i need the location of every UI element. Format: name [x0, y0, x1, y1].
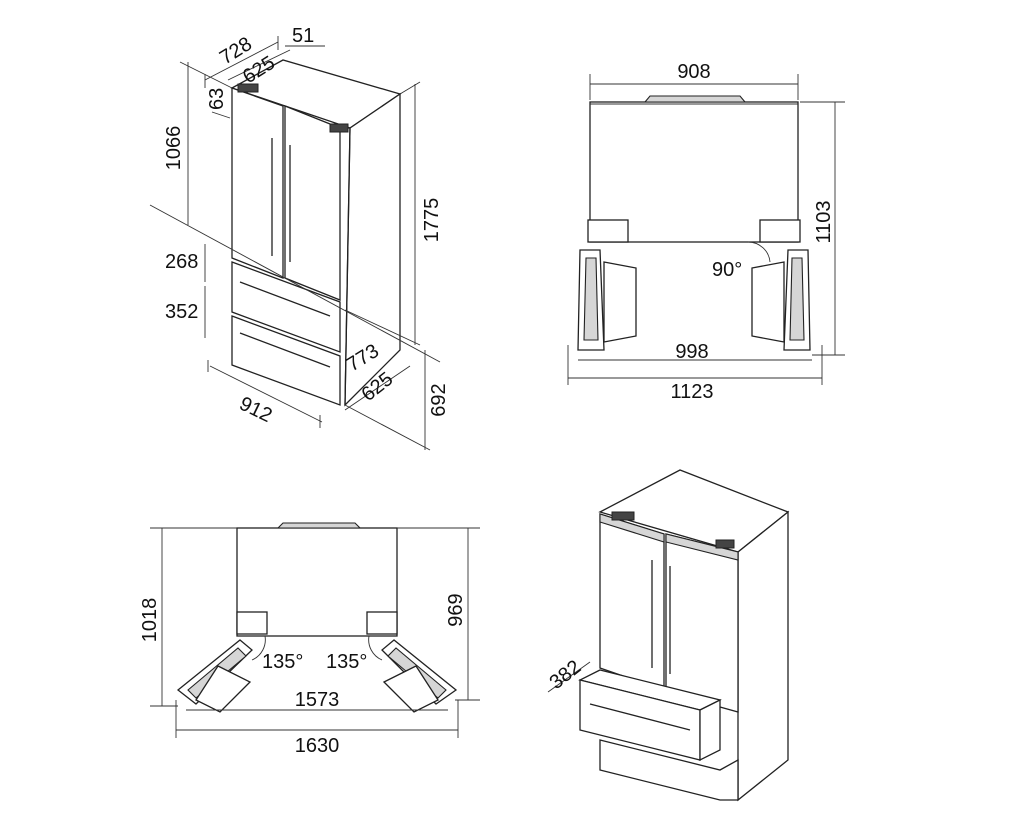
left-door-2	[599, 513, 665, 691]
iso-dimensioned-view: 728 51 625 63 1066 1775 268 352 773 912	[149, 25, 450, 451]
right-door	[284, 105, 341, 301]
dim-1573: 1573	[295, 689, 340, 711]
fridge-body-top	[589, 101, 799, 243]
iso-open-drawer-view: 382	[546, 469, 790, 802]
open-bin-left	[603, 261, 637, 343]
open-bin-left-135	[195, 665, 252, 713]
dim-drawer-open-height: 692	[428, 383, 450, 416]
hinge-block-right	[759, 219, 801, 243]
fridge-side-face-2	[737, 510, 789, 802]
dim-1630: 1630	[295, 735, 340, 757]
hinge-right	[329, 123, 349, 133]
top-vent	[643, 95, 747, 103]
left-door	[231, 87, 284, 279]
dim-1103: 1103	[813, 200, 835, 243]
lower-drawer-2	[599, 739, 739, 801]
hinge-block-right-135	[366, 611, 398, 635]
hinge-left	[237, 83, 259, 93]
dim-width: 912	[236, 393, 276, 427]
open-bin-right	[751, 261, 785, 343]
dim-drawer-top: 268	[165, 251, 198, 273]
dim-135-left: 135°	[262, 651, 303, 673]
dim-969: 969	[445, 593, 467, 626]
dim-top-offset: 63	[206, 88, 228, 110]
dim-1018: 1018	[139, 598, 161, 643]
dim-135-right: 135°	[326, 651, 367, 673]
open-bin-right-135	[382, 665, 439, 713]
dim-total-height: 1775	[421, 198, 443, 243]
top-view-135: 1018 969 135° 135° 1573 1630	[139, 522, 480, 757]
hinge-block-left	[587, 219, 629, 243]
dim-door-gap: 51	[292, 25, 314, 47]
top-view-90: 908 1103 90° 998 1123	[567, 61, 845, 403]
lower-drawer	[231, 315, 341, 406]
right-door-2	[665, 533, 739, 713]
dim-90-angle: 90°	[712, 259, 742, 281]
dim-1123: 1123	[670, 381, 713, 403]
hinge-block-left-135	[236, 611, 268, 635]
dim-908: 908	[677, 61, 710, 83]
dim-fridge-height: 1066	[163, 126, 185, 171]
dim-drawer-bottom: 352	[165, 301, 198, 323]
dim-998: 998	[675, 341, 708, 363]
